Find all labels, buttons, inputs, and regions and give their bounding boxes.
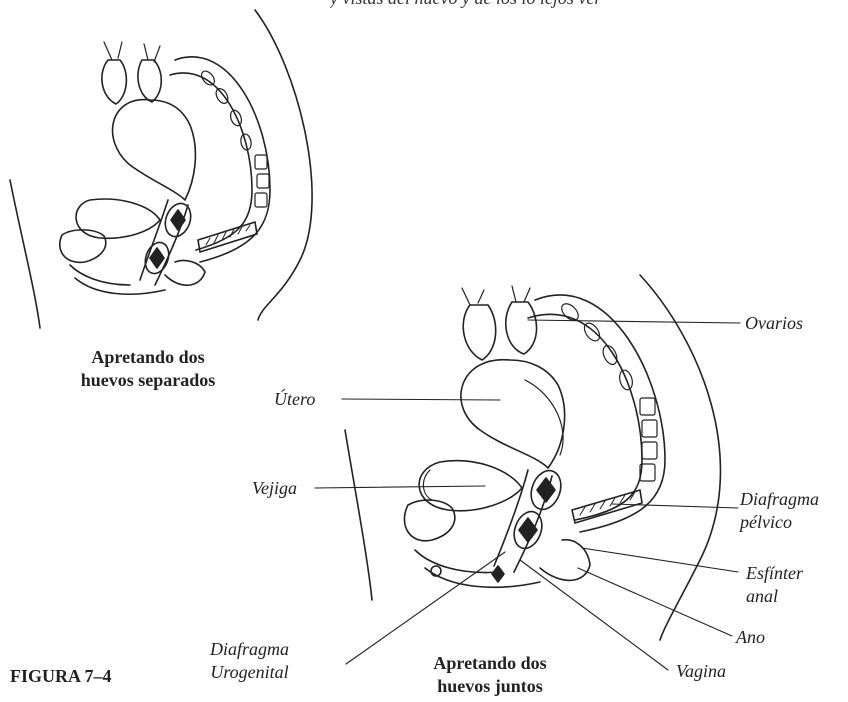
small-body-outline-back — [255, 10, 312, 320]
label-vagina: Vagina — [676, 660, 726, 683]
large-vertebrae — [559, 301, 657, 481]
large-body-outline-front — [345, 430, 372, 600]
small-caption-line1: Apretando dos — [58, 346, 238, 369]
label-utero: Útero — [274, 388, 315, 411]
small-ovary-right — [138, 60, 161, 102]
large-body-outline-back — [640, 275, 720, 640]
label-esfinter-anal-line1: Esfínter — [746, 562, 803, 585]
small-view-caption: Apretando dos huevos separados — [58, 346, 238, 392]
label-diafragma-pelvico-line1: Diafragma — [740, 488, 819, 511]
large-view-caption: Apretando dos huevos juntos — [400, 652, 580, 698]
label-diafragma-urogenital-line1: Diafragma — [210, 638, 289, 661]
label-esfinter-anal: Esfínter anal — [746, 562, 803, 608]
large-anal-sphincter — [540, 540, 590, 581]
label-ano: Ano — [736, 626, 765, 649]
label-ovarios: Ovarios — [745, 312, 803, 335]
leader-esfinter-anal — [582, 548, 738, 572]
small-pubic-bone — [60, 230, 106, 263]
label-diafragma-pelvico: Diafragma pélvico — [740, 488, 819, 534]
large-caption-line1: Apretando dos — [400, 652, 580, 675]
label-esfinter-anal-line2: anal — [746, 585, 803, 608]
leader-utero — [342, 399, 500, 400]
small-ovary-left — [102, 60, 127, 104]
leader-lines — [315, 320, 740, 670]
label-diafragma-urogenital: Diafragma Urogenital — [210, 638, 289, 684]
figure-number: FIGURA 7–4 — [10, 666, 112, 687]
label-diafragma-pelvico-line2: pélvico — [740, 511, 819, 534]
label-diafragma-urogenital-line2: Urogenital — [210, 661, 289, 684]
small-eggs — [141, 200, 195, 277]
large-pelvis-diagram — [345, 275, 720, 640]
small-uterus — [113, 100, 196, 200]
leader-ano — [578, 568, 732, 636]
small-body-outline-front — [10, 180, 40, 328]
small-vertebrae — [199, 69, 269, 207]
large-caption-line2: huevos juntos — [400, 675, 580, 698]
large-ovary-left — [463, 305, 495, 360]
leader-vejiga — [315, 486, 485, 488]
large-pubic-bone — [404, 500, 454, 541]
large-sacrum-outer — [535, 295, 665, 532]
small-bladder — [76, 199, 160, 238]
large-uterus — [461, 360, 565, 468]
large-ovary-right — [506, 302, 537, 354]
large-eggs — [492, 466, 566, 582]
leader-ovarios — [528, 320, 740, 323]
label-vejiga: Vejiga — [252, 477, 297, 500]
small-caption-line2: huevos separados — [58, 369, 238, 392]
small-pelvis-diagram — [10, 10, 312, 328]
